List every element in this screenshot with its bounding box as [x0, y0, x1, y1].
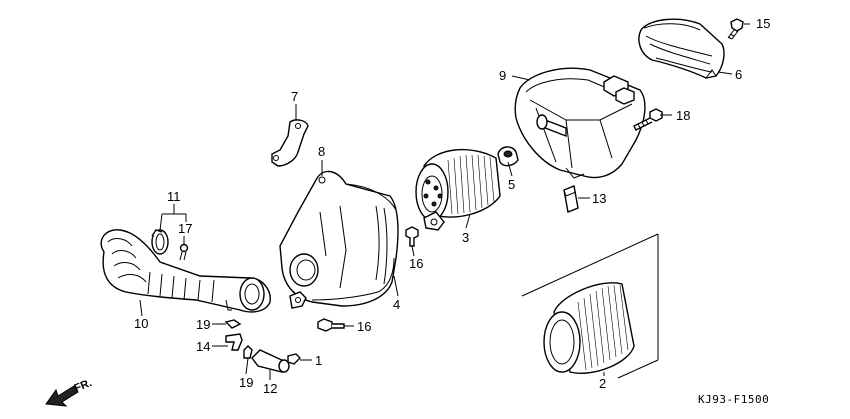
callout-10: 10: [134, 316, 148, 331]
callout-16-lower: 16: [357, 319, 371, 334]
clip-19-upper: [224, 319, 242, 329]
callout-7: 7: [291, 89, 298, 104]
drawing-code: KJ93-F1500: [698, 393, 769, 406]
callout-8: 8: [318, 144, 325, 159]
front-direction-label: FR.: [73, 377, 94, 395]
tube-14: [225, 333, 243, 351]
band-11: [151, 229, 169, 255]
filter-detail-2: [521, 233, 659, 379]
callout-6: 6: [735, 67, 742, 82]
screw-17: [179, 243, 189, 261]
bolt-16-lower: [317, 318, 345, 332]
case-9: [514, 67, 646, 179]
bolt-18: [633, 108, 663, 131]
callout-4: 4: [393, 297, 400, 312]
callout-3: 3: [462, 230, 469, 245]
callout-9: 9: [499, 68, 506, 83]
filter-pleats-2: [577, 284, 629, 371]
callout-16-upper: 16: [409, 256, 423, 271]
screw-15: [727, 18, 744, 40]
plug-12: [251, 349, 290, 373]
cover-6: [638, 18, 725, 79]
callout-18: 18: [676, 108, 690, 123]
callout-2: 2: [599, 376, 606, 391]
callout-5: 5: [508, 177, 515, 192]
callout-11: 11: [167, 189, 181, 204]
bracket-7: [271, 119, 309, 167]
bolt-16-upper: [405, 226, 419, 247]
clip-13: [563, 185, 579, 213]
grommet-5: [497, 146, 519, 167]
front-direction-arrow: FR.: [45, 377, 94, 407]
callout-19-upper: 19: [196, 317, 210, 332]
callout-15: 15: [756, 16, 770, 31]
filter-pleats-3: [447, 154, 495, 215]
callout-17: 17: [178, 221, 192, 236]
callout-1: 1: [315, 353, 322, 368]
clip-19-lower: [243, 345, 253, 359]
clip-1: [287, 353, 301, 365]
callout-14: 14: [196, 339, 210, 354]
callout-13: 13: [592, 191, 606, 206]
callout-19-lower: 19: [239, 375, 253, 390]
leader-lines: [139, 23, 750, 380]
callout-labels: 15 6 9 18 13 5 3 7 8 4 16 16 11 17 10 19…: [134, 16, 770, 396]
callout-12: 12: [263, 381, 277, 396]
filter-element-3: [415, 148, 501, 231]
tube-10: [100, 229, 271, 313]
case-8: [279, 170, 399, 309]
